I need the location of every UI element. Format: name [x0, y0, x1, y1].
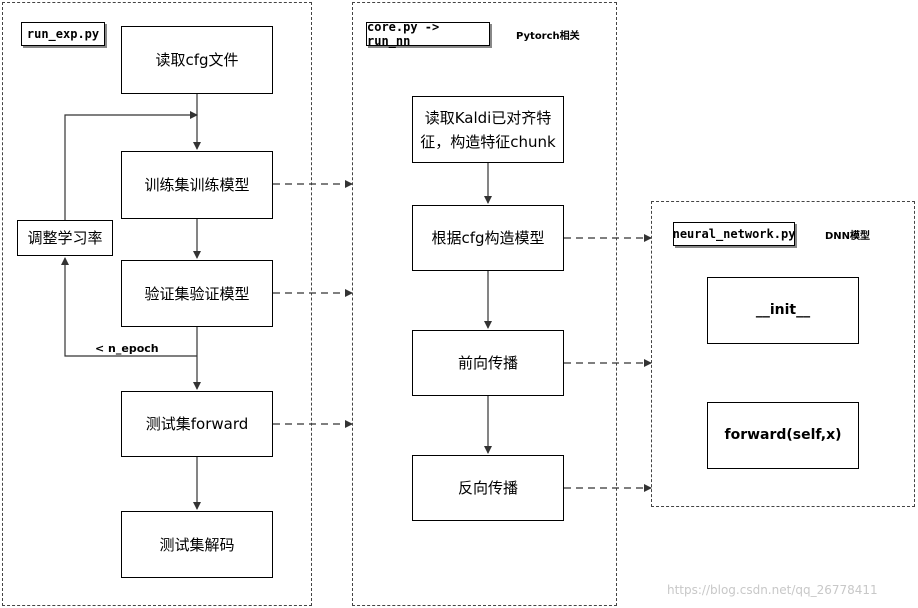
train-model-box: 训练集训练模型 [121, 151, 273, 219]
read-kaldi-box: 读取Kaldi已对齐特 征，构造特征chunk [412, 96, 564, 163]
loop-to-adjust [61, 257, 197, 357]
read-kaldi-line2: 征，构造特征chunk [420, 132, 556, 151]
forward-prop-box: 前向传播 [412, 330, 564, 396]
test-decode-box: 测试集解码 [121, 511, 273, 578]
run-exp-frame [2, 2, 312, 606]
adjust-lr-box: 调整学习率 [17, 220, 113, 256]
pytorch-note: Pytorch相关 [516, 31, 580, 42]
read-kaldi-line1: 读取Kaldi已对齐特 [424, 108, 552, 127]
loop-adjust-to-train [64, 111, 198, 220]
core-run-nn-label: core.py -> run_nn [366, 20, 490, 48]
core-run-nn-frame [352, 2, 617, 606]
run-exp-label: run_exp.py [21, 22, 105, 46]
forward-method-box: forward(self,x) [707, 402, 859, 469]
neural-network-frame [651, 201, 915, 507]
dnn-note: DNN模型 [825, 231, 871, 242]
neural-network-label: neural_network.py [673, 222, 795, 246]
init-method-box: __init__ [707, 277, 859, 344]
watermark-text: https://blog.csdn.net/qq_26778411 [667, 583, 878, 597]
test-forward-box: 测试集forward [121, 391, 273, 457]
read-cfg-box: 读取cfg文件 [121, 26, 273, 94]
validate-model-box: 验证集验证模型 [121, 260, 273, 327]
backward-prop-box: 反向传播 [412, 455, 564, 521]
build-model-box: 根据cfg构造模型 [412, 205, 564, 271]
loop-condition-label: < n_epoch [95, 342, 159, 355]
